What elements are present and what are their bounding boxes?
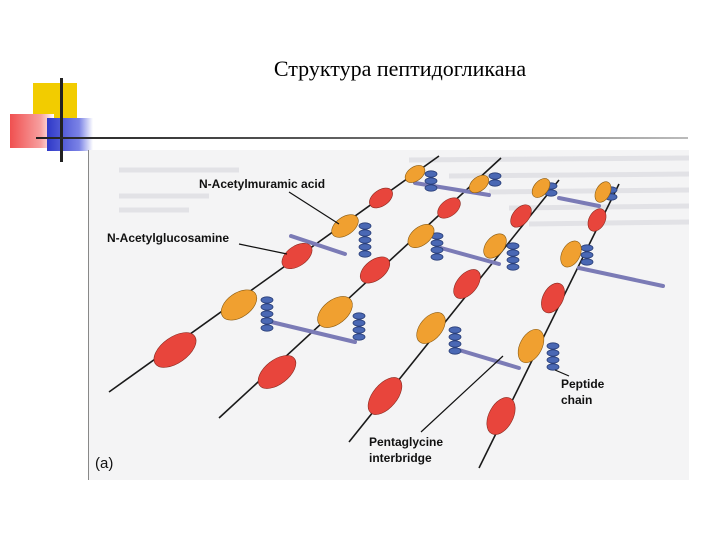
interbridge (289, 234, 347, 256)
peptide-stack (424, 170, 438, 192)
decor-red-square (10, 114, 54, 148)
interbridge (577, 266, 665, 288)
nam-unit (594, 181, 612, 203)
nam-unit (517, 328, 545, 364)
label-peptide-line2: chain (561, 393, 592, 407)
slide-title: Структура пептидогликана (273, 56, 527, 81)
decor-blue-square (47, 118, 93, 151)
peptide-stack (448, 326, 462, 355)
decor-vertical-line (60, 78, 63, 162)
nag-unit (541, 282, 565, 314)
nam-unit (317, 296, 353, 328)
leader-line-pentaglycine (420, 355, 504, 433)
nag-unit (369, 187, 393, 209)
interbridge (439, 246, 501, 266)
nam-unit (469, 174, 489, 194)
nag-unit (153, 332, 197, 368)
interbridge (457, 348, 521, 370)
nag-unit (281, 242, 313, 270)
background-texture (119, 155, 689, 227)
nam-unit (560, 240, 582, 268)
nam-unit (331, 214, 359, 238)
leader-lines (238, 191, 570, 433)
nam-unit (404, 165, 426, 183)
interbridges (261, 181, 665, 370)
nam-units (220, 165, 612, 364)
label-peptide-line1: Peptide (561, 377, 605, 391)
peptide-stack (260, 296, 274, 332)
leader-line-nag (238, 243, 288, 255)
nag-unit (359, 256, 391, 284)
decor-horizontal-rule (36, 137, 688, 139)
peptide-stack (352, 312, 366, 341)
label-pentaglycine-line2: interbridge (369, 451, 432, 465)
interbridge (261, 318, 357, 344)
nag-unit (510, 204, 532, 228)
nag-unit (587, 208, 607, 232)
decor-yellow-square (33, 83, 77, 119)
nag-unit (486, 397, 516, 435)
nam-unit (531, 178, 551, 198)
peptidoglycan-figure: N-Acetylmuramic acid N-Acetylglucosamine… (88, 150, 689, 480)
nam-unit (483, 233, 507, 259)
nag-unit (367, 377, 403, 415)
nag-unit (453, 269, 481, 299)
label-nag: N-Acetylglucosamine (107, 231, 229, 245)
nag-units (153, 187, 607, 435)
peptide-stack (546, 342, 560, 371)
peptide-stack (430, 232, 444, 261)
nam-unit (407, 224, 435, 248)
nag-unit (437, 197, 461, 219)
peptide-stack (580, 244, 594, 266)
peptide-stack (488, 172, 502, 187)
leader-line-peptide (554, 369, 570, 377)
label-nam: N-Acetylmuramic acid (199, 177, 325, 191)
label-pentaglycine-line1: Pentaglycine (369, 435, 443, 449)
peptidoglycan-diagram: N-Acetylmuramic acid N-Acetylglucosamine… (95, 155, 689, 472)
nam-unit (220, 289, 258, 321)
label-panel-a: (a) (95, 455, 113, 472)
interbridge (413, 181, 491, 197)
interbridge (557, 196, 601, 208)
glycan-chains (108, 155, 620, 469)
nam-unit (416, 312, 446, 344)
nag-unit (257, 355, 297, 389)
leader-line-nam (288, 191, 340, 225)
peptide-stack (358, 222, 372, 258)
peptide-stack (506, 242, 520, 271)
